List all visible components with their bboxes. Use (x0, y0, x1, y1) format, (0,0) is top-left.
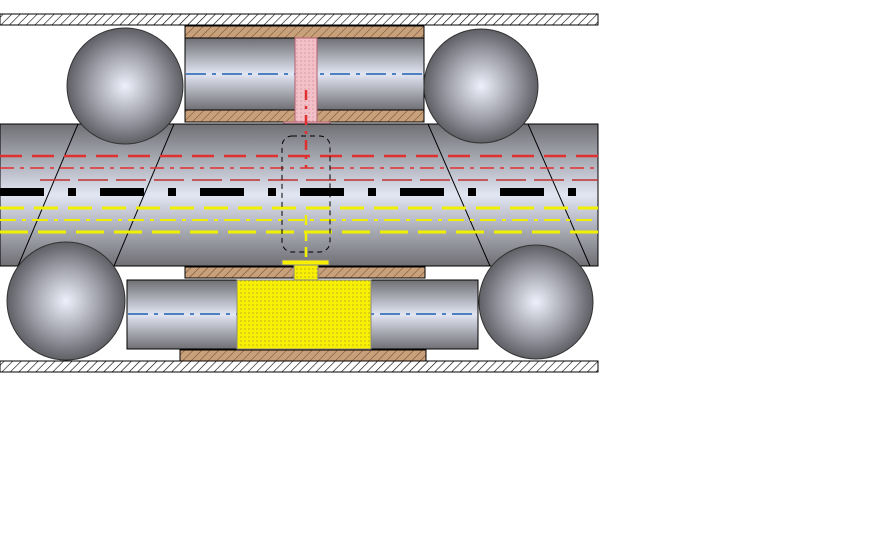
red-seal-plug (294, 37, 318, 123)
shaft-seam-1 (17, 123, 79, 267)
lower-bearing-bottom (179, 349, 427, 362)
yellow-seal-block (236, 279, 372, 350)
upper-right-ball (423, 28, 539, 144)
lower-left-ball (6, 241, 126, 361)
lower-right-ball (478, 244, 594, 360)
upper-left-ball (66, 27, 184, 145)
bottom-wall (0, 360, 599, 373)
shaft-seam-3 (427, 123, 491, 267)
yellow-seal-stem (293, 263, 319, 281)
upper-bearing-top (184, 25, 425, 39)
shaft-seam-4 (527, 123, 591, 267)
yellow-seal-tab (281, 259, 330, 266)
center-capsule-outline (281, 135, 331, 253)
main-shaft (0, 123, 599, 267)
top-wall (0, 13, 599, 26)
